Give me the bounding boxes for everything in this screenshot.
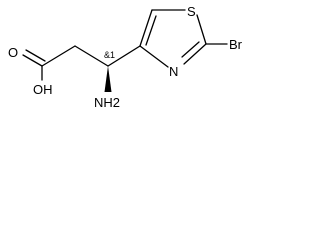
c-ch2-bond [41,45,76,67]
carboxyl-c-o-double-bond-1 [22,54,43,67]
carbonyl-oxygen-label: O [8,45,18,60]
atom-labels: O OH NH2 S N Br &1 [8,4,243,110]
molecule-structure: O OH NH2 S N Br &1 [8,4,243,110]
sulfur-label: S [187,4,196,19]
ring-c4-c5-double-bond [145,15,157,46]
ring-c2-n-bond [183,43,207,65]
stereo-label: &1 [104,50,115,60]
cstereo-ring-bond [107,45,141,67]
carboxyl-c-o-double-bond-2 [25,49,46,62]
ring-s-c2-bond [196,14,207,45]
amine-label: NH2 [94,95,120,110]
ring-nitrogen-label: N [169,64,178,79]
bromine-label: Br [229,37,243,52]
structure-canvas: O OH NH2 S N Br &1 [0,0,262,128]
ring-c4-c5-bond [139,9,153,47]
ring-c2-n-double-bond [181,41,200,58]
ring-n-c4-bond [139,45,169,68]
hydroxyl-label: OH [33,82,53,97]
bonds [22,9,228,92]
wedge-bond-nh2 [104,66,112,92]
ch2-cstereo-bond [74,45,109,67]
